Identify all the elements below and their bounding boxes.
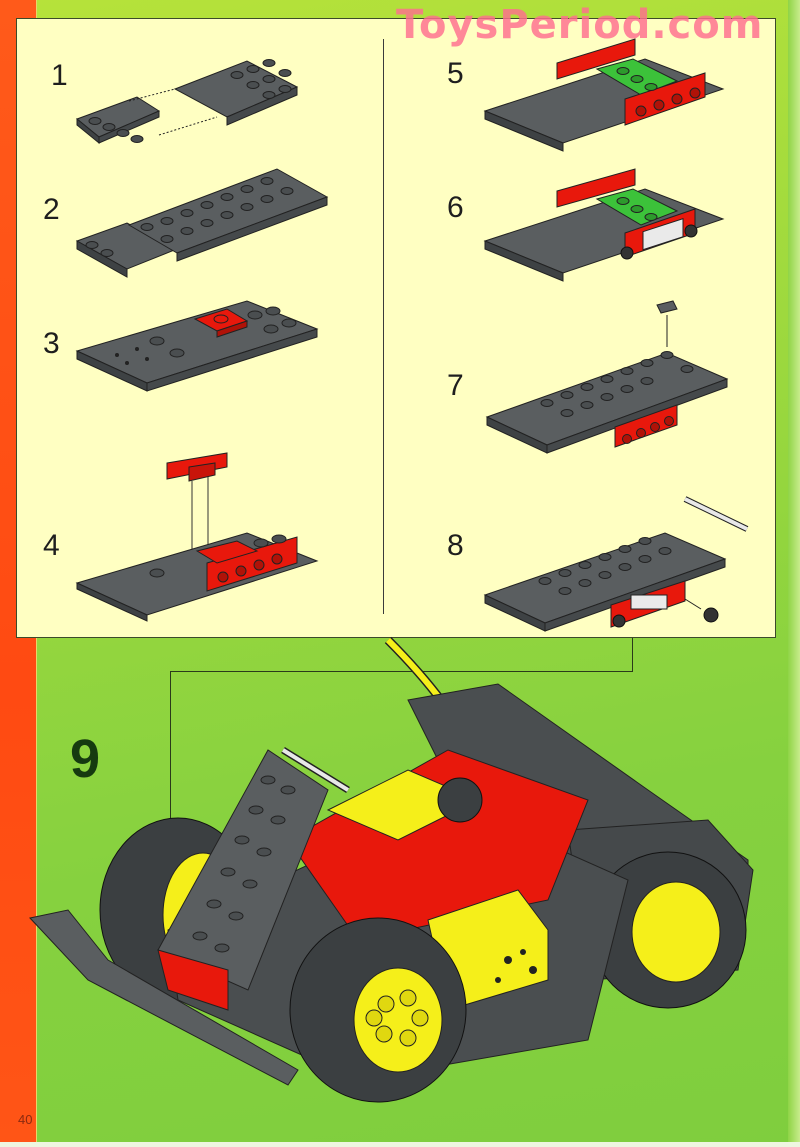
step-3-illustration xyxy=(75,300,319,392)
panel-divider xyxy=(383,39,384,614)
step-5-illustration xyxy=(483,38,725,152)
step-1-illustration xyxy=(76,59,299,145)
step-number-7: 7 xyxy=(447,369,464,402)
callout-arrow-line xyxy=(170,671,171,921)
page-right-edge xyxy=(788,0,800,1142)
step-number-5: 5 xyxy=(447,57,464,90)
page-number: 40 xyxy=(18,1112,33,1127)
callout-h-line xyxy=(170,671,632,672)
step-number-3: 3 xyxy=(43,327,60,360)
step-number-2: 2 xyxy=(43,193,60,226)
step-7-illustration xyxy=(485,300,729,454)
step-number-9: 9 xyxy=(70,729,101,789)
page-bottom-edge xyxy=(0,1142,800,1147)
instruction-panel: 1 2 3 xyxy=(16,18,776,638)
step-4-illustration xyxy=(75,452,319,622)
step-8-illustration xyxy=(483,496,749,632)
step-number-6: 6 xyxy=(447,191,464,224)
step-6-illustration xyxy=(483,168,725,282)
step-2-illustration xyxy=(75,168,329,278)
step-number-8: 8 xyxy=(447,529,464,562)
step-number-4: 4 xyxy=(43,529,60,562)
watermark-text: ToysPeriod.com xyxy=(396,2,764,48)
step-9-vehicle-illustration xyxy=(29,636,754,1103)
step-number-1: 1 xyxy=(51,59,68,92)
